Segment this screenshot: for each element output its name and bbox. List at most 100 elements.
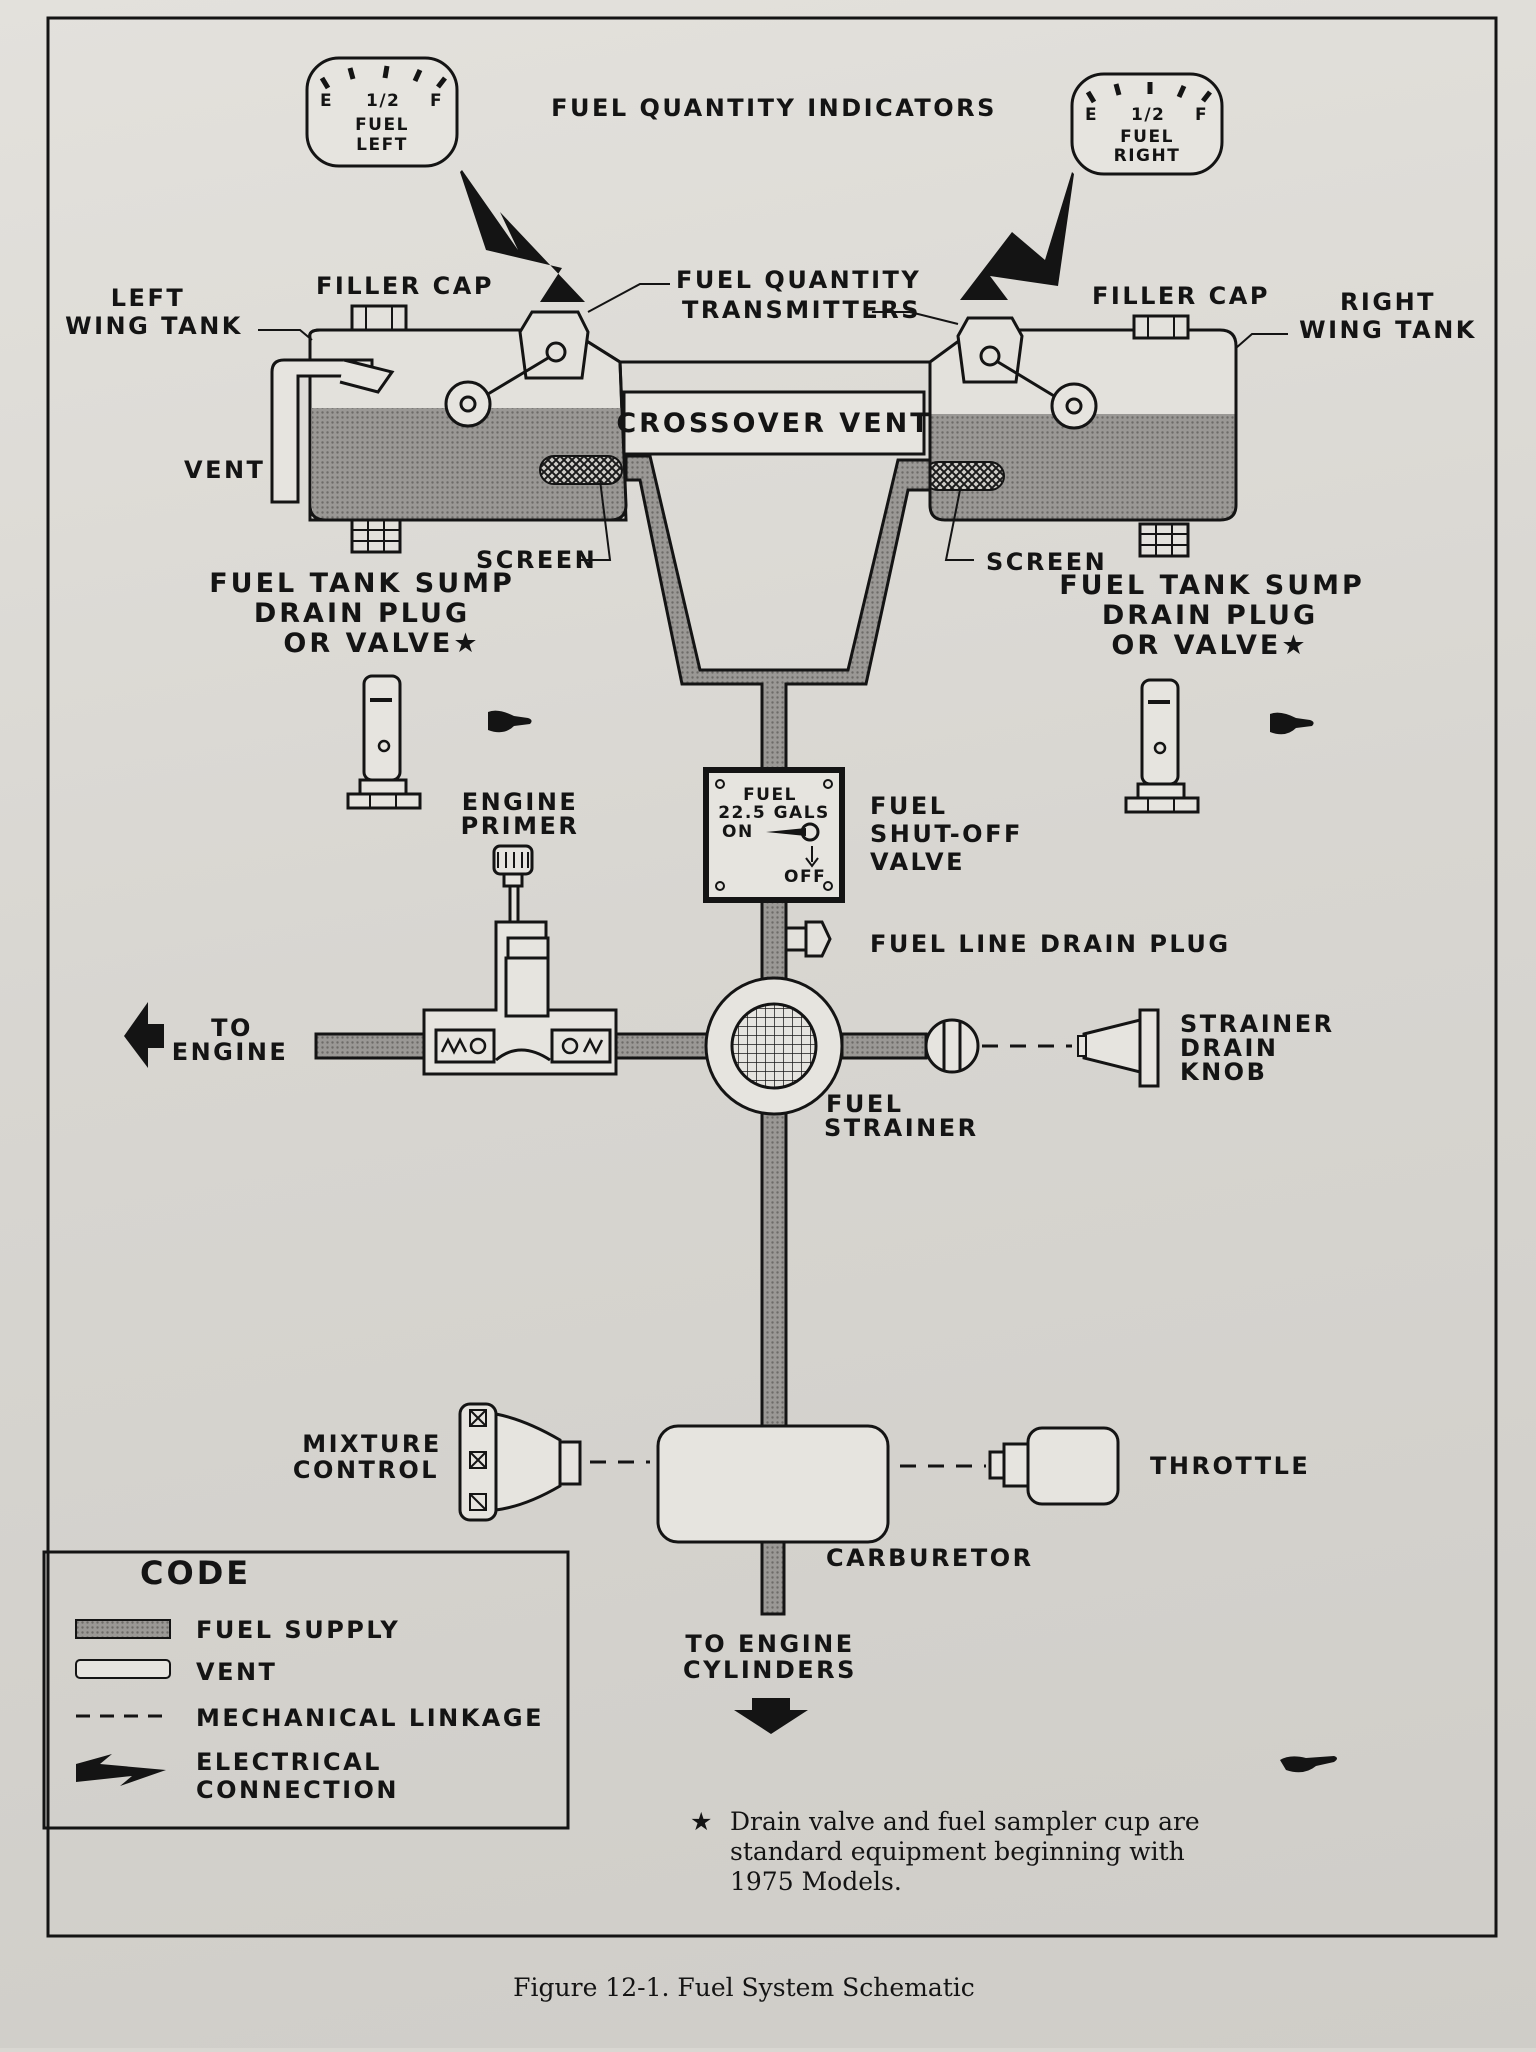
- mixture-control-knob: [458, 1402, 582, 1522]
- throttle-label: THROTTLE: [1150, 1452, 1310, 1480]
- gauge-f-mark: F: [430, 91, 443, 111]
- screen-right: [923, 461, 1005, 491]
- crossover-vent-label: CROSSOVER VENT: [616, 408, 931, 439]
- fuel-line-drain-plug-label: FUEL LINE DRAIN PLUG: [870, 930, 1231, 958]
- to-engine-label-2: ENGINE: [172, 1038, 289, 1066]
- hand-mark: [488, 710, 532, 733]
- to-cylinders-arrow: [734, 1698, 808, 1734]
- vent-label: VENT: [184, 456, 265, 484]
- gauge-f-mark: F: [1195, 105, 1208, 125]
- sump-drain-valve-right: [1124, 678, 1200, 814]
- left-wing-tank-label-2: WING TANK: [65, 312, 243, 340]
- filler-cap-left-label: FILLER CAP: [316, 272, 494, 300]
- legend-vent-label: VENT: [196, 1658, 277, 1686]
- legend-mechanical-label: MECHANICAL LINKAGE: [196, 1704, 544, 1732]
- hand-mark: [1280, 1756, 1337, 1773]
- to-cylinders-label-2: CYLINDERS: [683, 1656, 857, 1684]
- legend: CODE FUEL SUPPLY VENT MECHANICAL LINKAGE…: [42, 1550, 570, 1830]
- legend-swatch-electrical: [76, 1754, 166, 1786]
- screen-left-label: SCREEN: [476, 546, 597, 574]
- gauge-e-mark: E: [320, 91, 333, 111]
- left-fuel-gauge: E 1/2 F FUEL LEFT: [305, 56, 459, 168]
- sump-plug-right: [1138, 522, 1190, 558]
- screen-right-label: SCREEN: [986, 548, 1107, 576]
- sump-left-label-1: FUEL TANK SUMP: [209, 568, 515, 599]
- sump-left-label-3: OR VALVE★: [283, 628, 480, 659]
- footnote: ★ Drain valve and fuel sampler cup are s…: [690, 1807, 1200, 1896]
- to-engine-arrow: [124, 1002, 148, 1068]
- strainer-drain-knob-label-1: STRAINER: [1180, 1010, 1335, 1038]
- diagram-title: FUEL QUANTITY INDICATORS: [551, 94, 997, 122]
- right-wing-tank-label-2: WING TANK: [1299, 316, 1477, 344]
- gauge-e-mark: E: [1085, 105, 1098, 125]
- sump-right-label-2: DRAIN PLUG: [1102, 600, 1318, 631]
- gauge-label-fuel: FUEL: [355, 115, 409, 135]
- filler-cap-right: [1132, 314, 1190, 340]
- valve-face-gallons: 22.5 GALS: [718, 803, 830, 823]
- left-wing-tank-label-1: LEFT: [111, 284, 185, 312]
- strainer-drain-knob-label-2: DRAIN: [1180, 1034, 1279, 1062]
- to-cylinders-label-1: TO ENGINE: [685, 1630, 854, 1658]
- throttle-knob: [988, 1426, 1120, 1506]
- valve-face-on: ON: [722, 822, 754, 842]
- shutoff-valve-label-1: FUEL: [870, 792, 948, 820]
- figure-caption: Figure 12-1. Fuel System Schematic: [513, 1973, 975, 2002]
- fuel-shutoff-valve: FUEL 22.5 GALS ON OFF: [703, 767, 845, 903]
- shutoff-valve-label-3: VALVE: [870, 848, 965, 876]
- screen-left: [539, 455, 623, 485]
- filler-cap-left: [350, 304, 408, 332]
- to-engine-label-1: TO: [211, 1014, 253, 1042]
- fuel-strainer-label-1: FUEL: [826, 1090, 904, 1118]
- carburetor-label: CARBURETOR: [826, 1544, 1034, 1572]
- hand-mark: [1270, 712, 1314, 735]
- footnote-star: ★: [690, 1807, 712, 1836]
- sump-drain-valve-left: [346, 674, 422, 810]
- crossover-vent-box: [622, 390, 926, 456]
- fuel-strainer-label-2: STRAINER: [824, 1114, 979, 1142]
- engine-primer: [422, 844, 618, 1076]
- fuel-quantity-transmitter-left: [444, 310, 590, 428]
- engine-primer-label-1: ENGINE: [462, 788, 579, 816]
- legend-swatch-fuel-supply: [75, 1619, 171, 1639]
- right-wing-tank-label-1: RIGHT: [1340, 288, 1436, 316]
- fuel-quantity-transmitter-right: [956, 316, 1098, 430]
- fuel-strainer: [704, 976, 844, 1116]
- strainer-drain-knob: [1077, 1008, 1160, 1088]
- leader-lines: [258, 283, 1288, 561]
- valve-face-off: OFF: [784, 867, 826, 887]
- electrical-bolt-left: [460, 170, 585, 302]
- legend-title: CODE: [140, 1554, 251, 1592]
- electrical-bolt-right: [960, 172, 1074, 300]
- gauge-half-mark: 1/2: [1131, 105, 1165, 125]
- diagram-border: [46, 16, 1498, 1938]
- gauge-label-side: RIGHT: [1114, 146, 1181, 166]
- gauge-label-fuel: FUEL: [1120, 127, 1174, 147]
- strainer-drain-valve: [924, 1018, 980, 1074]
- legend-electrical-label-2: CONNECTION: [196, 1776, 399, 1804]
- footnote-line-1: Drain valve and fuel sampler cup are: [730, 1807, 1200, 1836]
- gauge-label-side: LEFT: [356, 135, 408, 155]
- legend-electrical-label-1: ELECTRICAL: [196, 1748, 382, 1776]
- carburetor: [656, 1424, 890, 1544]
- mixture-control-label-2: CONTROL: [293, 1456, 439, 1484]
- footnote-line-2: standard equipment beginning with: [730, 1837, 1185, 1866]
- strainer-drain-knob-label-3: KNOB: [1180, 1058, 1267, 1086]
- sump-right-label-1: FUEL TANK SUMP: [1059, 570, 1365, 601]
- right-fuel-gauge: E 1/2 F FUEL RIGHT: [1070, 72, 1224, 176]
- filler-cap-right-label: FILLER CAP: [1092, 282, 1270, 310]
- mixture-control-label-1: MIXTURE: [302, 1430, 442, 1458]
- shutoff-valve-label-2: SHUT-OFF: [870, 820, 1023, 848]
- legend-swatch-vent: [75, 1659, 171, 1679]
- footnote-line-3: 1975 Models.: [730, 1867, 902, 1896]
- fuel-quantity-transmitters-label-1: FUEL QUANTITY: [676, 266, 921, 294]
- sump-left-label-2: DRAIN PLUG: [254, 598, 470, 629]
- valve-face-fuel: FUEL: [743, 785, 797, 805]
- fuel-quantity-transmitters-label-2: TRANSMITTERS: [682, 296, 921, 324]
- sump-plug-left: [350, 518, 402, 554]
- gauge-half-mark: 1/2: [366, 91, 400, 111]
- sump-right-label-3: OR VALVE★: [1111, 630, 1308, 661]
- legend-fuel-supply-label: FUEL SUPPLY: [196, 1616, 400, 1644]
- engine-primer-label-2: PRIMER: [461, 812, 580, 840]
